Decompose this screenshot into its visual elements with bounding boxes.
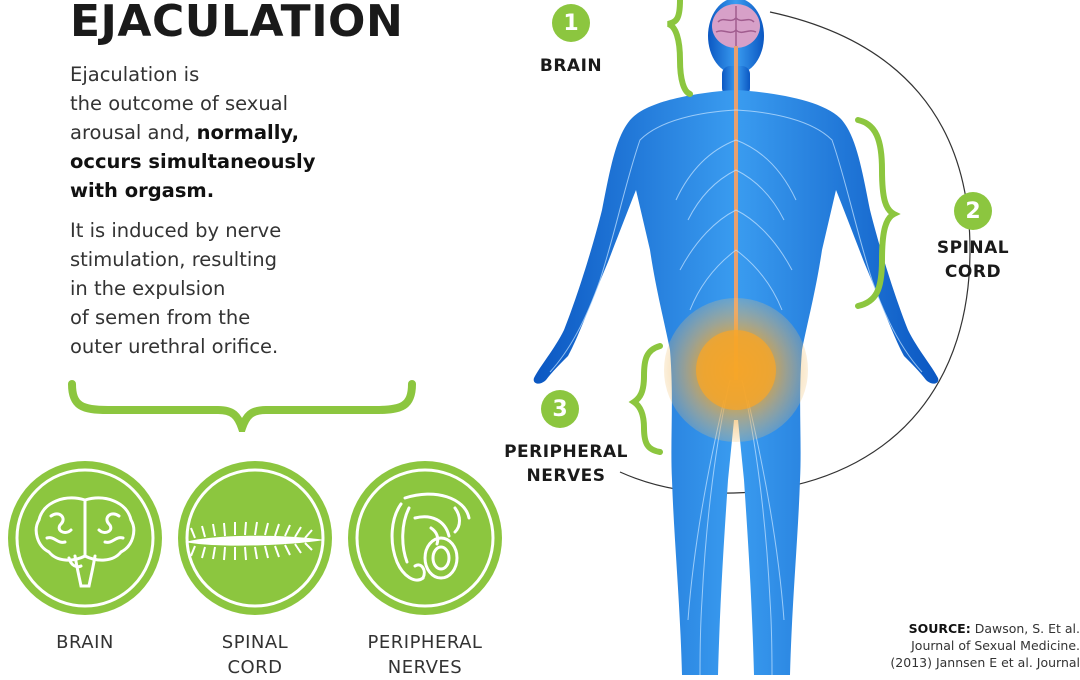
source-label: SOURCE: <box>908 621 971 636</box>
peripheral-nerves-icon <box>348 461 502 615</box>
brace-peripheral-nerves <box>628 343 663 455</box>
callout-label-brain: BRAIN <box>539 56 603 76</box>
detail-line: outer urethral orifice. <box>70 335 279 358</box>
callout-label-peripheral-nerves: PERIPHERAL NERVES <box>504 442 628 486</box>
horizontal-brace <box>68 380 416 432</box>
human-body-figure <box>533 0 971 675</box>
detail-line: in the expulsion <box>70 277 226 300</box>
detail-line: of semen from the <box>70 306 251 329</box>
intro-emphasis: with orgasm. <box>70 179 215 202</box>
icon-label-spinal-cord: SPINAL CORD <box>221 632 289 678</box>
source-citation: SOURCE: Dawson, S. Et al. Journal of Sex… <box>890 621 1080 670</box>
icon-label-peripheral-nerves: PERIPHERAL NERVES <box>367 632 483 678</box>
intro-line: the outcome of sexual <box>70 92 289 115</box>
callout-badge-3: 3 <box>541 390 579 428</box>
brace-spinal-cord <box>855 117 901 309</box>
intro-emphasis: normally, <box>196 121 299 144</box>
detail-paragraph: It is induced by nerve stimulation, resu… <box>70 216 332 361</box>
detail-line: It is induced by nerve <box>70 219 282 242</box>
callout-badge-1: 1 <box>552 4 590 42</box>
detail-line: stimulation, resulting <box>70 248 278 271</box>
intro-line: Ejaculation is <box>70 63 200 86</box>
intro-paragraph: Ejaculation is the outcome of sexual aro… <box>70 60 350 205</box>
callout-label-spinal-cord: SPINAL CORD <box>936 238 1010 282</box>
icon-label-brain: BRAIN <box>56 632 114 653</box>
spinal-cord-icon <box>178 461 332 615</box>
intro-emphasis: occurs simultaneously <box>70 150 316 173</box>
brain-icon <box>8 461 162 615</box>
intro-line: arousal and, <box>70 121 197 144</box>
callout-badge-2: 2 <box>954 192 992 230</box>
page-title: EJACULATION <box>70 0 404 47</box>
brace-brain <box>666 0 693 97</box>
